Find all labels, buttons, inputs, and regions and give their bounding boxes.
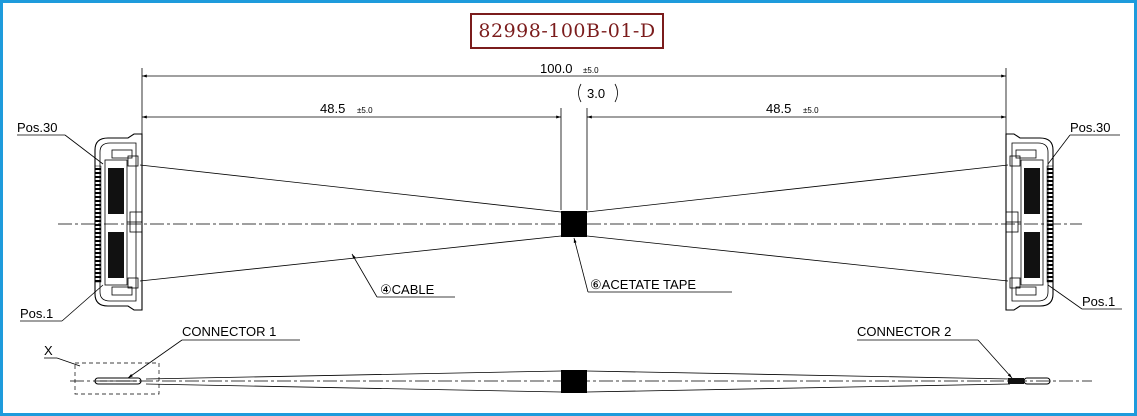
pos30-right-callout: Pos.30 bbox=[1047, 120, 1120, 165]
connector2-callout: CONNECTOR 2 bbox=[857, 324, 1013, 379]
acetate-tape-callout: ⑥ACETATE TAPE bbox=[573, 237, 732, 293]
acetate-tape-side bbox=[561, 370, 587, 393]
flat-cable-top-view bbox=[139, 164, 1009, 282]
connector1-callout: CONNECTOR 1 bbox=[127, 324, 300, 379]
connector1-label: CONNECTOR 1 bbox=[182, 324, 276, 339]
flat-cable-side-view bbox=[145, 370, 1011, 393]
detail-x-callout: X bbox=[44, 343, 81, 367]
left-connector bbox=[94, 133, 143, 311]
part-number-box: 82998-100B-01-D bbox=[470, 13, 664, 49]
overall-dimension: 100.0 ±5.0 bbox=[141, 61, 1007, 142]
right-dimension: 48.5 ±5.0 bbox=[587, 101, 1006, 119]
pos30-right-label: Pos.30 bbox=[1070, 120, 1110, 135]
overall-value: 100.0 bbox=[540, 61, 573, 76]
detail-x-box bbox=[74, 362, 160, 395]
pos1-left-callout: Pos.1 bbox=[20, 284, 104, 322]
cable-callout: ④CABLE bbox=[351, 253, 455, 298]
connector1-side bbox=[94, 377, 142, 385]
left-value: 48.5 bbox=[320, 101, 345, 116]
detail-x-label: X bbox=[44, 343, 53, 358]
acetate-tape-top bbox=[561, 211, 587, 237]
acetate-tape-label: ⑥ACETATE TAPE bbox=[590, 277, 696, 292]
right-connector bbox=[1005, 133, 1054, 311]
left-tolerance: ±5.0 bbox=[357, 106, 373, 115]
tape-width-dimension: 3.0 bbox=[560, 83, 618, 210]
connector2-side bbox=[1008, 377, 1051, 385]
overall-tolerance: ±5.0 bbox=[583, 66, 599, 75]
part-number: 82998-100B-01-D bbox=[478, 20, 656, 42]
connector2-label: CONNECTOR 2 bbox=[857, 324, 951, 339]
cable-label: ④CABLE bbox=[380, 282, 435, 297]
pos1-right-callout: Pos.1 bbox=[1047, 284, 1122, 310]
pos1-left-label: Pos.1 bbox=[20, 306, 53, 321]
pos30-left-label: Pos.30 bbox=[17, 120, 57, 135]
pos30-left-callout: Pos.30 bbox=[17, 120, 104, 165]
right-value: 48.5 bbox=[766, 101, 791, 116]
pos1-right-label: Pos.1 bbox=[1082, 294, 1115, 309]
left-dimension: 48.5 ±5.0 bbox=[142, 101, 561, 119]
right-tolerance: ±5.0 bbox=[803, 106, 819, 115]
tape-width-value: 3.0 bbox=[587, 86, 605, 101]
